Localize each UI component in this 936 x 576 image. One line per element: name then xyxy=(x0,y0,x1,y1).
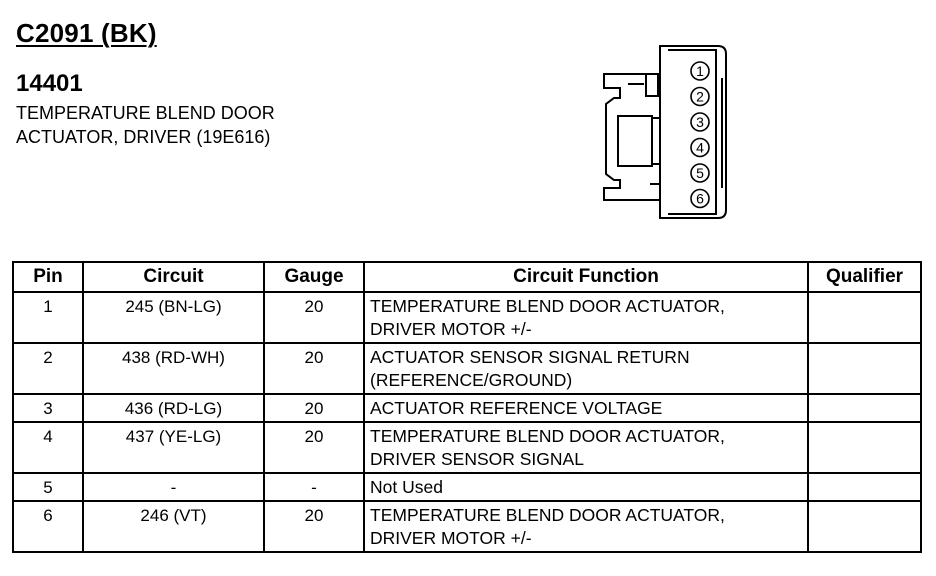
circuit-function-cell: TEMPERATURE BLEND DOOR ACTUATOR, DRIVER M… xyxy=(363,291,809,344)
part-number: 14401 xyxy=(16,70,83,97)
gauge-cell: 20 xyxy=(263,500,365,553)
gauge-cell: 20 xyxy=(263,421,365,474)
table-row: 5--Not Used xyxy=(12,472,922,502)
connector-key-slot xyxy=(645,73,659,97)
header-qualifier: Qualifier xyxy=(807,261,922,293)
connector-id: C2091 (BK) xyxy=(16,18,157,48)
connector-latch-housing xyxy=(603,73,660,201)
description-line-1: TEMPERATURE BLEND DOOR xyxy=(16,103,275,123)
pin-cell: 2 xyxy=(12,342,84,395)
pin-circle xyxy=(690,61,710,81)
gauge-cell: - xyxy=(263,472,365,502)
pin-number-label: 2 xyxy=(696,89,704,105)
circuit-function-line-2: DRIVER SENSOR SIGNAL xyxy=(370,449,584,469)
circuit-function-line-1: Not Used xyxy=(370,477,443,497)
circuit-cell: 437 (YE-LG) xyxy=(82,421,265,474)
pin-number-label: 5 xyxy=(696,165,704,181)
qualifier-cell xyxy=(807,291,922,344)
description-line-2: ACTUATOR, DRIVER (19E616) xyxy=(16,127,271,147)
circuit-function-cell: TEMPERATURE BLEND DOOR ACTUATOR, DRIVER S… xyxy=(363,421,809,474)
pin-circle xyxy=(690,112,710,132)
gauge-cell: 20 xyxy=(263,393,365,423)
connector-latch xyxy=(617,115,653,167)
header-gauge: Gauge xyxy=(263,261,365,293)
table-header-row: Pin Circuit Gauge Circuit Function Quali… xyxy=(12,261,922,293)
connector-body-outline xyxy=(659,45,727,219)
circuit-cell: 245 (BN-LG) xyxy=(82,291,265,344)
pin-cell: 1 xyxy=(12,291,84,344)
circuit-function-line-1: TEMPERATURE BLEND DOOR ACTUATOR, xyxy=(370,426,725,446)
circuit-function-line-1: TEMPERATURE BLEND DOOR ACTUATOR, xyxy=(370,296,725,316)
circuit-function-cell: TEMPERATURE BLEND DOOR ACTUATOR, DRIVER M… xyxy=(363,500,809,553)
pin-cell: 6 xyxy=(12,500,84,553)
pin-number-label: 1 xyxy=(696,63,704,79)
component-description: TEMPERATURE BLEND DOOR ACTUATOR, DRIVER … xyxy=(16,101,275,149)
pin-cell: 5 xyxy=(12,472,84,502)
header-pin: Pin xyxy=(12,261,84,293)
circuit-function-line-1: ACTUATOR SENSOR SIGNAL RETURN xyxy=(370,347,690,367)
gauge-cell: 20 xyxy=(263,342,365,395)
circuit-function-cell: ACTUATOR REFERENCE VOLTAGE xyxy=(363,393,809,423)
qualifier-cell xyxy=(807,342,922,395)
circuit-function-line-2: DRIVER MOTOR +/- xyxy=(370,319,532,339)
pin-circle xyxy=(690,137,710,158)
pin-circle xyxy=(690,163,710,183)
connector-body-inner xyxy=(668,49,717,215)
circuit-cell: 436 (RD-LG) xyxy=(82,393,265,423)
circuit-function-cell: ACTUATOR SENSOR SIGNAL RETURN (REFERENCE/… xyxy=(363,342,809,395)
header-circuit-function: Circuit Function xyxy=(363,261,809,293)
pin-circle xyxy=(690,86,710,107)
circuit-cell: 438 (RD-WH) xyxy=(82,342,265,395)
qualifier-cell xyxy=(807,500,922,553)
gauge-cell: 20 xyxy=(263,291,365,344)
circuit-function-cell: Not Used xyxy=(363,472,809,502)
pin-cell: 3 xyxy=(12,393,84,423)
pin-circle xyxy=(690,188,710,209)
qualifier-cell xyxy=(807,472,922,502)
circuit-cell: 246 (VT) xyxy=(82,500,265,553)
pin-number-label: 6 xyxy=(696,191,704,207)
circuit-cell: - xyxy=(82,472,265,502)
pin-cell: 4 xyxy=(12,421,84,474)
circuit-function-line-2: DRIVER MOTOR +/- xyxy=(370,528,532,548)
header-circuit: Circuit xyxy=(82,261,265,293)
connector-face-drawing: 1 2 3 4 5 6 xyxy=(603,45,727,219)
pin-number-label: 3 xyxy=(696,114,704,130)
qualifier-cell xyxy=(807,393,922,423)
pin-table: Pin Circuit Gauge Circuit Function Quali… xyxy=(12,261,922,553)
qualifier-cell xyxy=(807,421,922,474)
pin-number-label: 4 xyxy=(696,140,704,156)
circuit-function-line-2: (REFERENCE/GROUND) xyxy=(370,370,573,390)
circuit-function-line-1: TEMPERATURE BLEND DOOR ACTUATOR, xyxy=(370,505,725,525)
circuit-function-line-1: ACTUATOR REFERENCE VOLTAGE xyxy=(370,398,663,418)
